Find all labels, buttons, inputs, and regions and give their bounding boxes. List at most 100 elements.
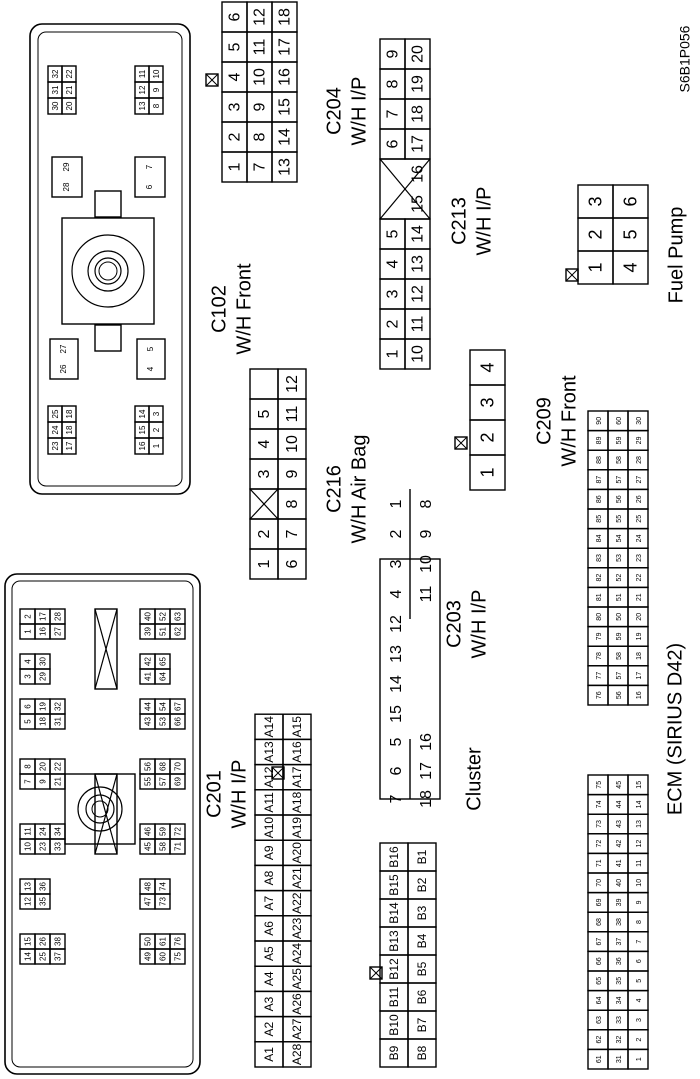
cluster-a1-pin: A1: [262, 1047, 276, 1062]
c201-pin: 63: [174, 612, 183, 621]
c201-pin: 34: [54, 827, 63, 836]
c201-pin: 52: [159, 612, 168, 621]
c201-pin: 31: [54, 717, 63, 726]
c203-pin: 4: [388, 589, 405, 598]
ecm-upper-pin: 89: [596, 436, 603, 444]
ecm-upper-pin: 50: [616, 613, 623, 621]
cluster-a1-pin: A8: [262, 870, 276, 885]
c203-pin: 5: [388, 737, 405, 746]
ecm-upper-pin: 76: [596, 691, 603, 699]
c102-pin: 17: [65, 441, 74, 450]
c203-pin: 3: [388, 559, 405, 568]
ecm-upper-pin: 83: [596, 554, 603, 562]
ecm-upper-pin: 57: [616, 672, 623, 680]
c201-pin: 45: [144, 842, 153, 851]
c201-pin-cell: [169, 698, 186, 715]
c201-pin: 42: [144, 657, 153, 666]
cluster-b2-pin: B6: [415, 989, 429, 1004]
c201-pin: 27: [54, 627, 63, 636]
c102-sub: W/H Front: [233, 263, 255, 355]
ecm-upper-pin: 58: [616, 456, 623, 464]
ecm-lower-pin: 14: [636, 800, 643, 808]
c201-pin: 54: [159, 702, 168, 711]
c213-pin: 3: [385, 289, 402, 298]
c201-pin: 29: [39, 672, 48, 681]
c213-pin: 11: [410, 316, 427, 333]
c201-pin: 6: [24, 704, 33, 709]
c201-pin-cell: [49, 698, 66, 715]
ecm-lower-pin: 34: [616, 996, 623, 1004]
c203-pin: 17: [418, 762, 435, 780]
c102-pin-cell: [61, 65, 77, 83]
c203-pin: 9: [418, 529, 435, 538]
c216-pin: 10: [284, 435, 301, 453]
c213-pin: 16: [410, 165, 427, 183]
ecm-lower-pin: 74: [596, 800, 603, 808]
c213-pin: 10: [410, 345, 427, 363]
cluster-b1-pin: B9: [387, 1045, 401, 1060]
latch-mark: [369, 966, 383, 980]
ecm-lower-pin: 41: [616, 859, 623, 867]
ecm-lower-pin: 10: [636, 879, 643, 887]
c201-pin: 56: [144, 762, 153, 771]
c213-pin: 15: [410, 195, 427, 213]
ecm-lower-pin: 69: [596, 898, 603, 906]
latch-mark: [205, 73, 219, 87]
cluster-a2-pin: A27: [290, 1018, 304, 1040]
c102-pin: 16: [138, 441, 147, 450]
ecm-lower-pin: 13: [636, 820, 643, 828]
c102-pin: 18: [65, 409, 74, 418]
c203-pin: 2: [388, 529, 405, 538]
c102-pin: 2: [152, 427, 161, 432]
ecm-upper-pin: 18: [636, 652, 643, 660]
c102-pin: 28: [62, 182, 71, 191]
c209-pin: 3: [477, 397, 497, 407]
ecm-lower-pin: 39: [616, 898, 623, 906]
fuel-pump-name: Fuel Pump: [665, 207, 687, 304]
ecm-lower-pin: 11: [636, 859, 643, 866]
ecm-upper-pin: 79: [596, 632, 603, 640]
ecm-lower-pin: 38: [616, 918, 623, 926]
c201-pin: 49: [144, 952, 153, 961]
latch-mark: [271, 766, 285, 780]
c201-pin: 3: [24, 674, 33, 679]
fuel-pump-pin: 3: [585, 196, 605, 206]
c201-pin-cell: [34, 653, 51, 670]
c203-pin: 7: [388, 794, 405, 803]
cluster-b1-pin: B15: [387, 874, 401, 896]
c102-pin: 7: [145, 164, 154, 169]
c102-pin-cell: [49, 338, 79, 380]
ecm-name: ECM (SIRIUS D42): [664, 643, 686, 815]
c201-pin: 62: [174, 627, 183, 636]
c204-pin: 6: [227, 12, 244, 21]
c201-pin: 69: [174, 777, 183, 786]
c201-pin: 22: [54, 762, 63, 771]
ecm-upper-pin: 30: [636, 417, 643, 425]
c213-name: C213: [448, 197, 470, 245]
ecm-lower-pin: 7: [636, 940, 643, 944]
c201-pin: 43: [144, 717, 153, 726]
cluster-a1-pin: A4: [262, 971, 276, 986]
c201-pin: 44: [144, 702, 153, 711]
c216-pin: 12: [284, 375, 301, 393]
ecm-lower-pin: 35: [616, 977, 623, 985]
cluster-a2-pin: A16: [290, 741, 304, 763]
c216-pin: 8: [284, 499, 301, 508]
c213-cell: [404, 38, 431, 70]
ecm-lower-pin: 36: [616, 957, 623, 965]
ecm-upper-pin: 80: [596, 613, 603, 621]
latch-mark: [205, 73, 219, 87]
cluster-a2-pin: A28: [290, 1043, 304, 1065]
ecm-upper-pin: 60: [616, 417, 623, 425]
c102-pin: 22: [65, 69, 74, 78]
ecm-lower-pin: 5: [636, 979, 643, 983]
c204-pin: 7: [252, 162, 269, 171]
c102-pin: 9: [152, 87, 161, 92]
c204-pin: 13: [277, 158, 294, 176]
c216-pin: 6: [284, 559, 301, 568]
fuel-pump-pin: 2: [585, 229, 605, 239]
c201-pin: 16: [39, 627, 48, 636]
c201-pin: 28: [54, 612, 63, 621]
ecm-lower-pin: 33: [616, 1016, 623, 1024]
c209-pin: 1: [477, 467, 497, 477]
